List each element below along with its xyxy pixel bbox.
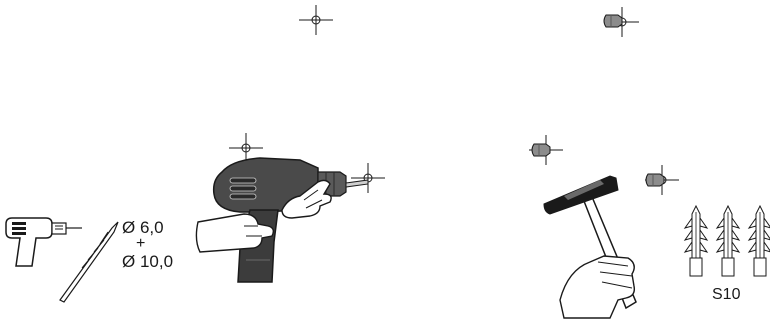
hand-icon: [560, 256, 634, 318]
anchor-size-label: S10: [712, 286, 740, 304]
crosshair-icon: [299, 5, 333, 35]
anchor-head-icon: [532, 144, 550, 156]
drill-bit-icon: [60, 222, 118, 302]
crosshair-icon: [351, 163, 385, 193]
drill-size-separator: +: [136, 235, 145, 253]
wall-anchor-icon: [685, 206, 707, 276]
anchor-head-icon: [646, 174, 664, 186]
wall-anchor-icon: [749, 206, 770, 276]
drill-size-large-label: Ø 10,0: [122, 252, 173, 272]
anchor-head-icon: [604, 15, 622, 27]
drill-mini-icon: [6, 218, 82, 266]
wall-anchor-icon: [717, 206, 739, 276]
